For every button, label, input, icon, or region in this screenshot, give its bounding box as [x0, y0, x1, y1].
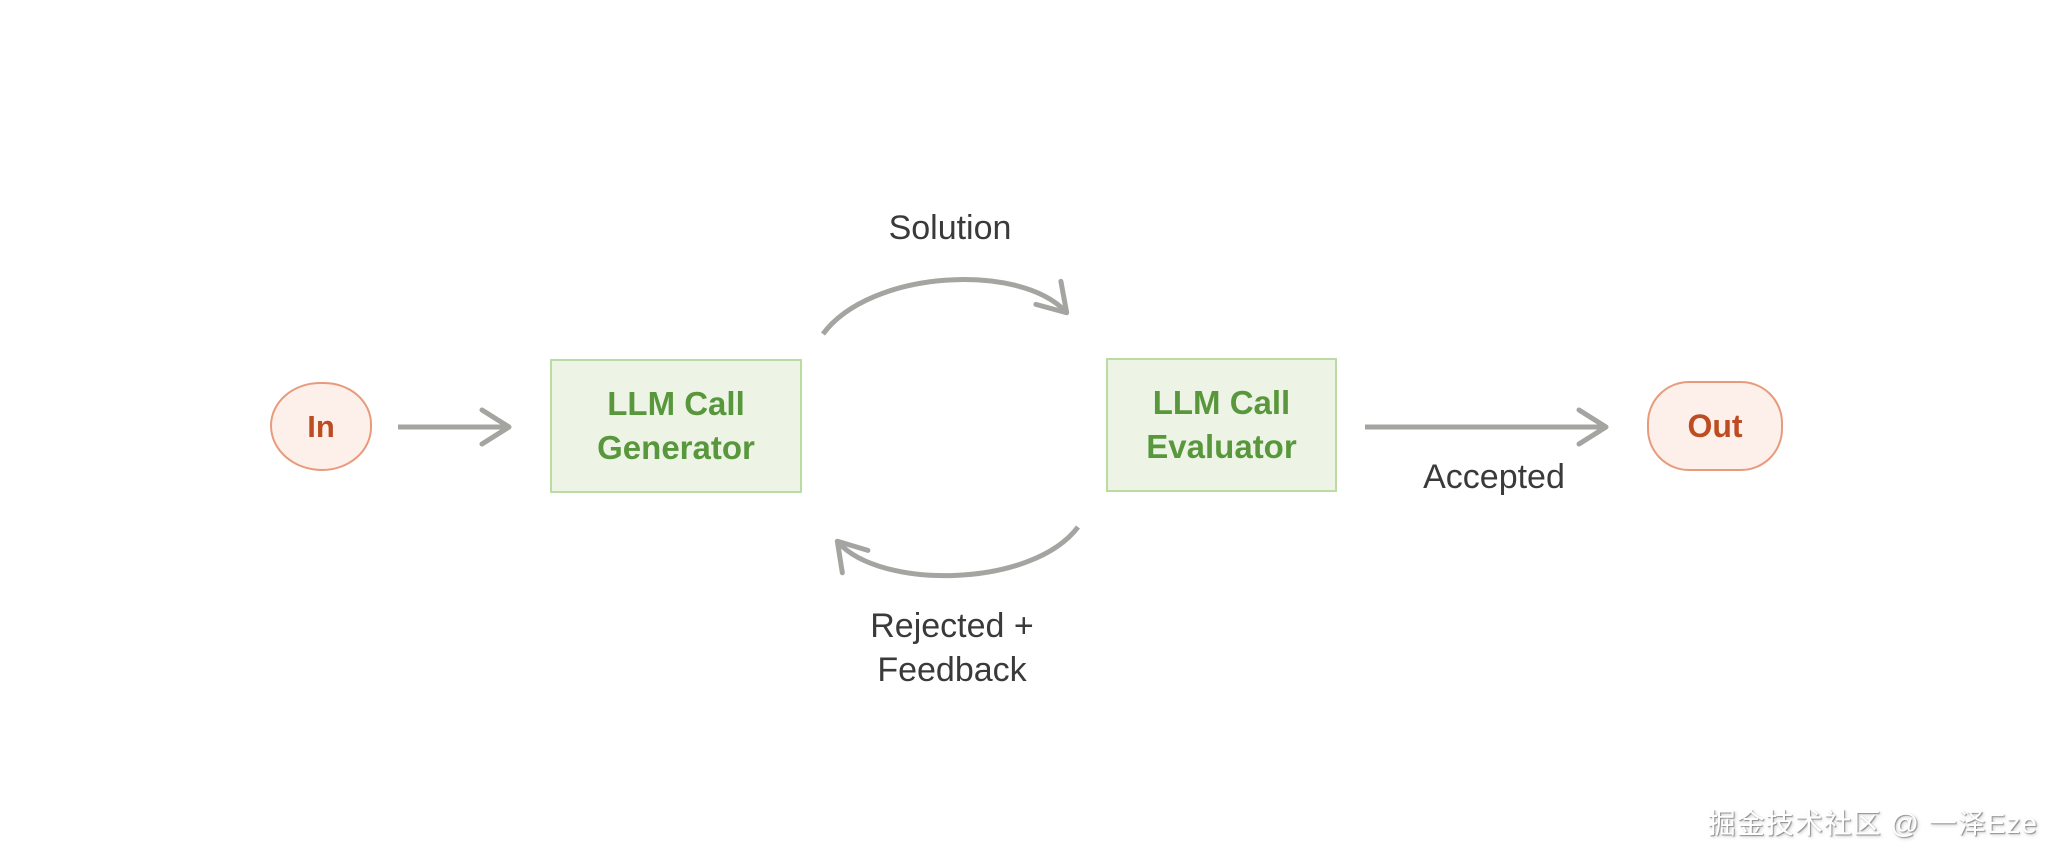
node-llm-call-evaluator: LLM Call Evaluator [1106, 358, 1337, 492]
node-input: In [270, 382, 372, 471]
arrow-rejected-arc [834, 525, 1080, 579]
edge-label-accepted: Accepted [1423, 458, 1565, 496]
edge-label-rejected-feedback: Rejected + Feedback [870, 607, 1034, 689]
node-generator-label: LLM Call Generator [597, 385, 755, 466]
node-output: Out [1647, 381, 1783, 471]
node-input-label: In [307, 408, 335, 444]
edge-label-solution: Solution [888, 209, 1012, 247]
watermark: 掘金技术社区 @ 一泽Eze [1707, 808, 2038, 839]
node-llm-call-generator: LLM Call Generator [550, 359, 802, 493]
node-evaluator-label: LLM Call Evaluator [1146, 384, 1297, 465]
arrow-solution-arc [820, 277, 1070, 336]
node-output-label: Out [1687, 407, 1743, 444]
